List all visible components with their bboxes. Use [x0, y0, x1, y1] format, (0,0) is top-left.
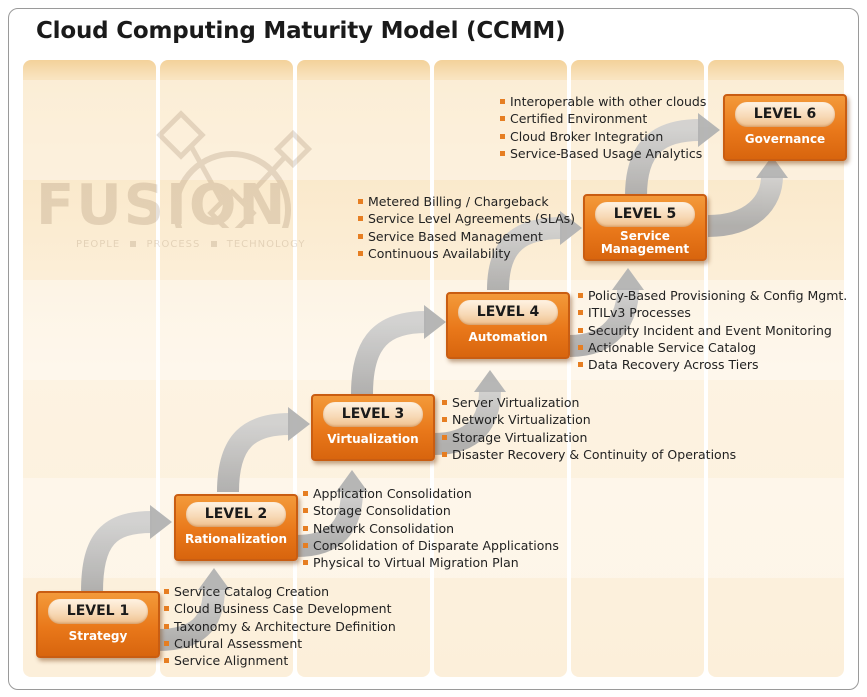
list-item: Service Based Management: [358, 228, 575, 245]
tagline-separator: [130, 241, 137, 247]
arrowhead-icon: [424, 305, 446, 339]
list-item: Service-Based Usage Analytics: [500, 145, 706, 162]
list-item: Continuous Availability: [358, 245, 575, 262]
arrow-l4-l5-up: [487, 217, 563, 291]
list-item: Taxonomy & Architecture Definition: [164, 618, 396, 635]
level-1-label: LEVEL 1: [48, 599, 148, 624]
arrow-l3-l4-mid: [433, 389, 501, 455]
level-1-name: Strategy: [68, 629, 128, 643]
list-item: Cultural Assessment: [164, 635, 396, 652]
level-3-box: LEVEL 3 Virtualization: [311, 394, 435, 461]
arrow-l3-l4-up: [351, 311, 427, 395]
arrow-l5-l6-mid: [707, 175, 783, 237]
list-item: Physical to Virtual Migration Plan: [303, 554, 559, 571]
list-item: Storage Consolidation: [303, 502, 559, 519]
tagline-word: PEOPLE: [76, 239, 121, 250]
level-2-name: Rationalization: [184, 532, 288, 546]
tagline-separator: [210, 241, 217, 247]
watermark-word: FUSION: [36, 173, 288, 238]
arrow-l2-l3-up: [217, 413, 291, 493]
arrowhead-icon: [698, 113, 720, 147]
arrowhead-icon: [150, 505, 172, 539]
list-item: Actionable Service Catalog: [578, 339, 847, 356]
list-item: Security Incident and Event Monitoring: [578, 322, 847, 339]
level-2-box: LEVEL 2 Rationalization: [174, 494, 298, 561]
list-item: Network Consolidation: [303, 520, 559, 537]
arrowhead-icon: [612, 268, 644, 290]
arrowhead-icon: [288, 407, 310, 441]
tagline-word: TECHNOLOGY: [226, 239, 306, 250]
list-item: Certified Environment: [500, 110, 706, 127]
arrow-l1-l2-mid: [157, 587, 225, 651]
list-item: Disaster Recovery & Continuity of Operat…: [442, 446, 736, 463]
column-4: [434, 60, 567, 677]
level-1-list: Service Catalog Creation Cloud Business …: [164, 583, 396, 669]
list-item: Consolidation of Disparate Applications: [303, 537, 559, 554]
list-item: Network Virtualization: [442, 411, 736, 428]
level-1-box: LEVEL 1 Strategy: [36, 591, 160, 658]
list-item: Storage Virtualization: [442, 429, 736, 446]
list-item: Policy-Based Provisioning & Config Mgmt.: [578, 287, 847, 304]
level-2-list: Application Consolidation Storage Consol…: [303, 485, 559, 571]
tagline-word: PROCESS: [146, 239, 201, 250]
list-item: Service Level Agreements (SLAs): [358, 210, 575, 227]
arrowhead-icon: [474, 370, 506, 392]
arrow-l5-l6-up: [625, 119, 701, 197]
level-5-name-line2: Management: [600, 242, 690, 256]
level-5-label: LEVEL 5: [595, 202, 695, 227]
arrowhead-icon: [756, 156, 788, 178]
arrow-l1-l2-up: [81, 511, 153, 593]
level-5-box: LEVEL 5 Service Management: [583, 194, 707, 261]
arrowhead-icon: [336, 470, 368, 492]
level-3-list: Server Virtualization Network Virtualiza…: [442, 394, 736, 463]
arrowhead-icon: [560, 211, 582, 245]
level-6-name: Governance: [744, 132, 826, 146]
list-item: Server Virtualization: [442, 394, 736, 411]
level-3-label: LEVEL 3: [323, 402, 423, 427]
list-item: Interoperable with other clouds: [500, 93, 706, 110]
column-2: [160, 60, 293, 677]
list-item: Service Catalog Creation: [164, 583, 396, 600]
list-item: Application Consolidation: [303, 485, 559, 502]
level-6-list: Interoperable with other clouds Certifie…: [500, 93, 706, 162]
list-item: ITILv3 Processes: [578, 304, 847, 321]
level-4-box: LEVEL 4 Automation: [446, 292, 570, 359]
fusion-logo-icon: [156, 110, 313, 228]
level-4-label: LEVEL 4: [458, 300, 558, 325]
list-item: Cloud Business Case Development: [164, 600, 396, 617]
level-5-list: Metered Billing / Chargeback Service Lev…: [358, 193, 575, 262]
watermark-tagline: PEOPLE PROCESS TECHNOLOGY: [76, 239, 305, 250]
level-6-box: LEVEL 6 Governance: [723, 94, 847, 161]
level-5-name-line1: Service: [620, 229, 670, 243]
level-2-label: LEVEL 2: [186, 502, 286, 527]
arrowhead-icon: [198, 568, 230, 590]
level-4-name: Automation: [468, 330, 548, 344]
page-title: Cloud Computing Maturity Model (CCMM): [36, 18, 566, 44]
list-item: Service Alignment: [164, 652, 396, 669]
level-3-name: Virtualization: [327, 432, 419, 446]
level-6-label: LEVEL 6: [735, 102, 835, 127]
fusion-watermark: FUSION PEOPLE PROCESS TECHNOLOGY: [36, 98, 336, 258]
list-item: Data Recovery Across Tiers: [578, 356, 847, 373]
level-5-name: Service Management: [585, 230, 705, 256]
level-4-list: Policy-Based Provisioning & Config Mgmt.…: [578, 287, 847, 373]
list-item: Cloud Broker Integration: [500, 128, 706, 145]
list-item: Metered Billing / Chargeback: [358, 193, 575, 210]
